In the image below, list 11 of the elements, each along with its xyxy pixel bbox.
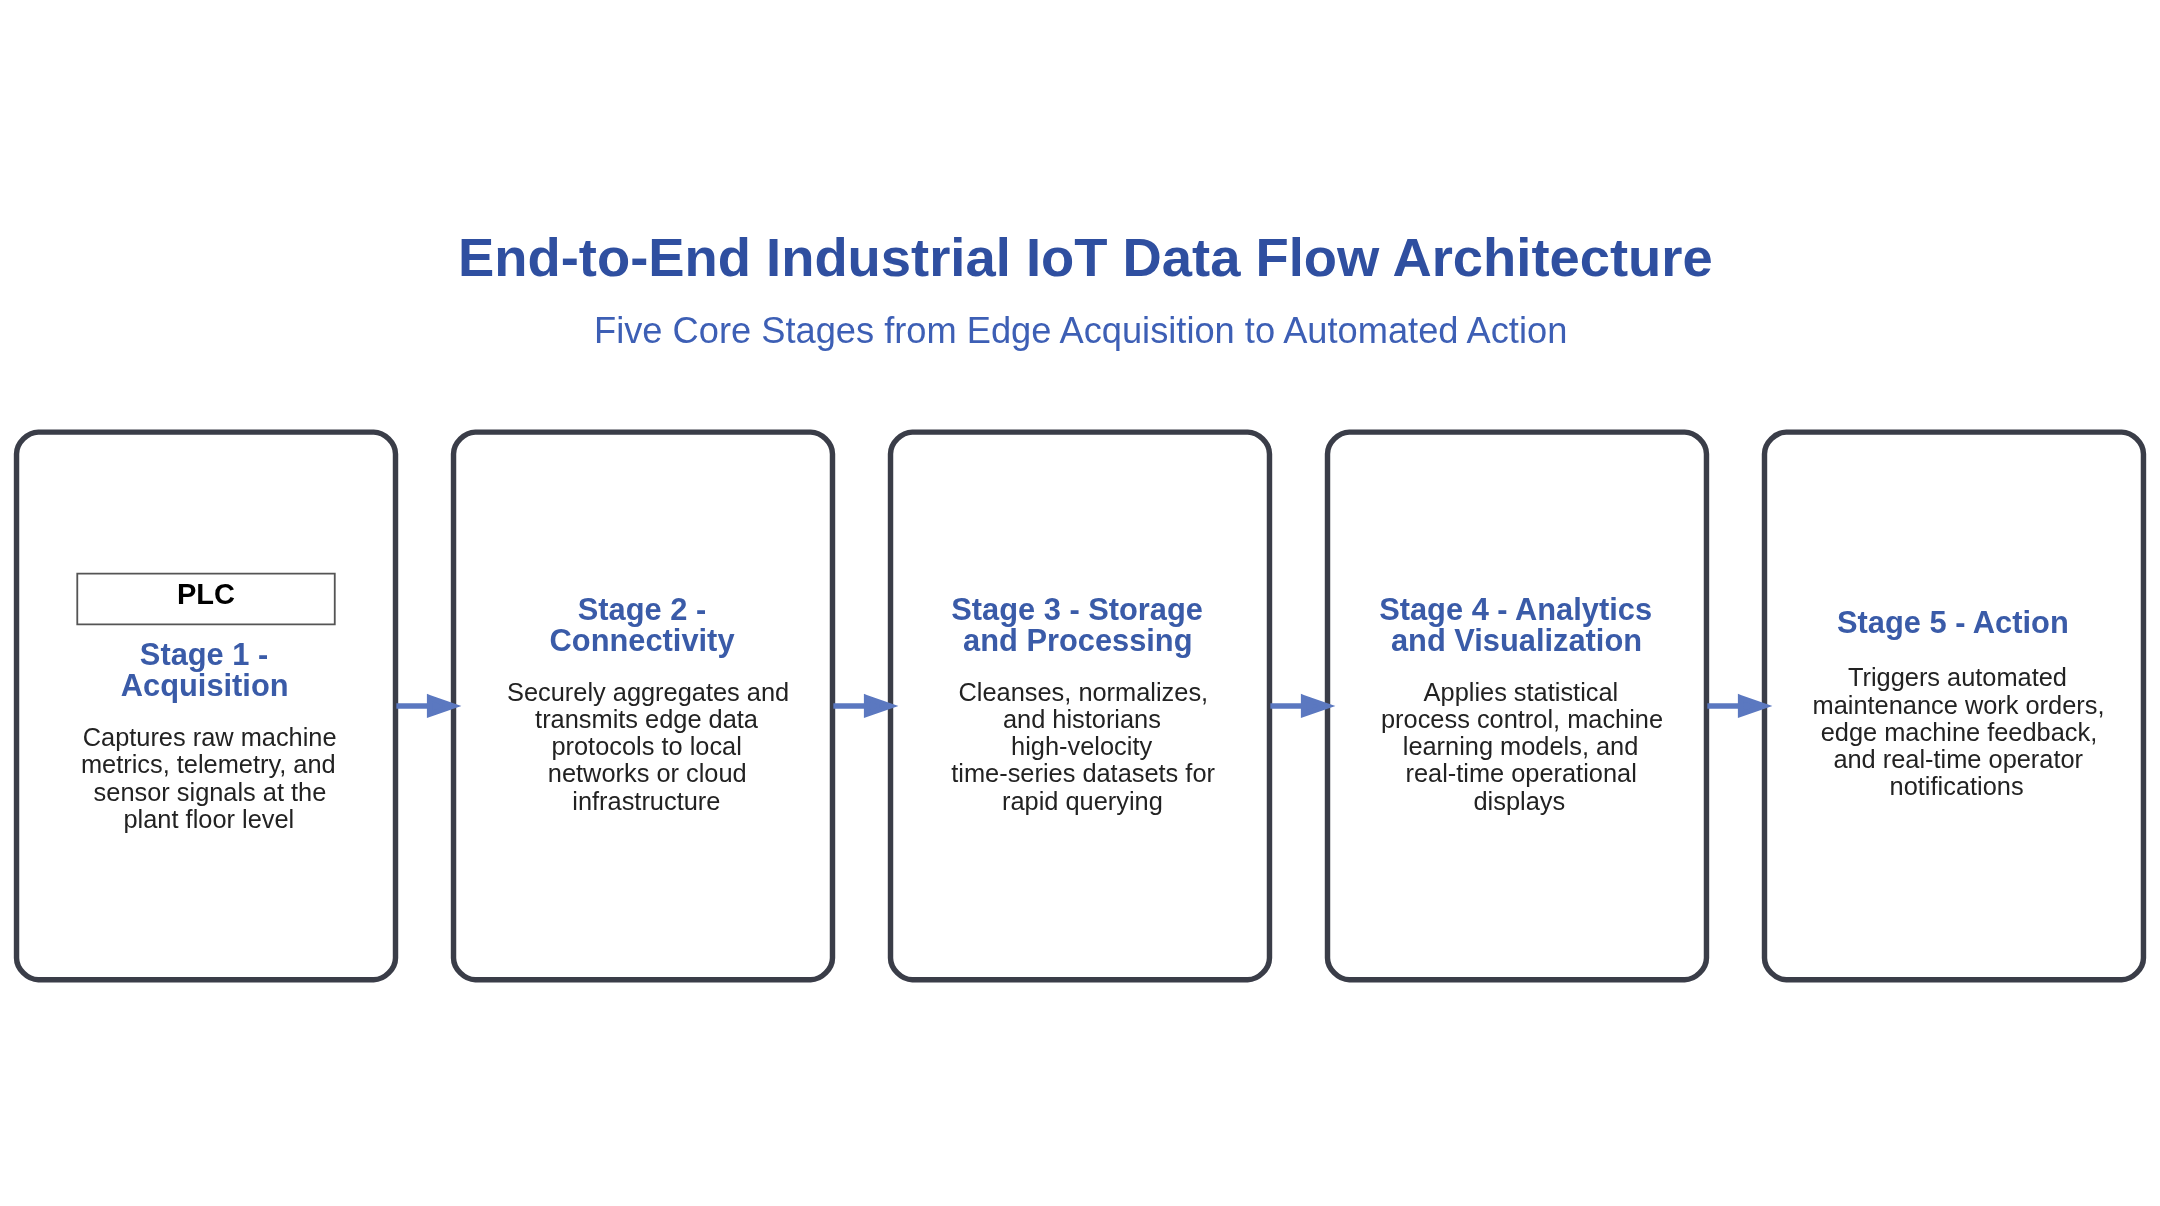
node-box: Stage 3 - Storage and Processing Cleanses, normalizes, and historians high-velocity time-series datasets for rapid querying [887,428,1273,982]
node-box: PLC Stage 1 - Acquisition Captures raw machine metrics, telemetry, and sensor signals at the plant floor level [13,428,399,982]
arrow [1270,693,1336,718]
node-box: Stage 5 - Action Triggers automated maintenance work orders, edge machine feedback, and real-time operator notifications [1761,428,2147,982]
label: Five Core Stages from Edge Acquisition to Automated Action [594,309,1568,351]
arrow [833,693,899,718]
arrow [1707,693,1773,718]
node-box: Stage 2 - Connectivity Securely aggregates and transmits edge data protocols to local networks or cloud infrastructure [450,428,836,982]
arrow [396,693,462,718]
node-box: Stage 4 - Analytics and Visualization Applies statistical process control, machine learning models, and real-time operational displays [1324,428,1710,982]
diagram-title: End-to-End Industrial IoT Data Flow Architecture [458,226,1713,288]
